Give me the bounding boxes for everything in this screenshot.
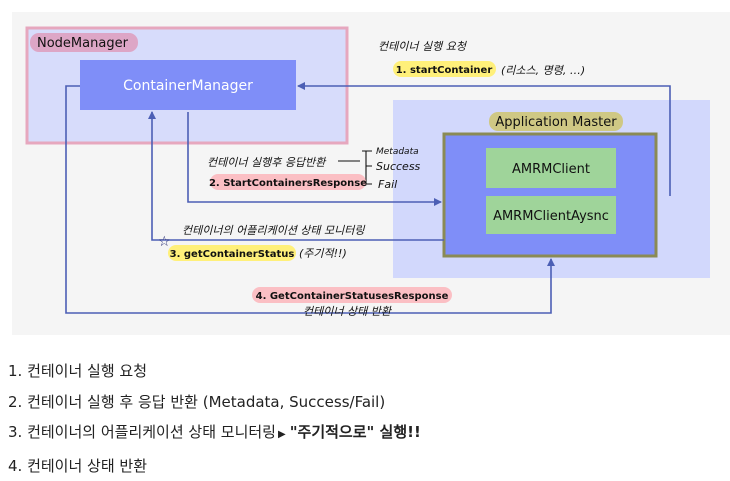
step2-pill: [210, 174, 366, 190]
step2-note: 컨테이너 실행후 응답반환: [207, 156, 327, 169]
arrow-get-container-status: [148, 111, 444, 241]
note-text: 4. 컨테이너 상태 반환: [8, 456, 148, 475]
response-type-metadata: Metadata: [376, 147, 419, 157]
yarn-container-diagram: NodeManager ContainerManager Application…: [25, 26, 710, 318]
step3-extra: (주기적!!): [299, 247, 347, 260]
application-master-label: Application Master: [495, 115, 617, 130]
container-manager-box: [80, 60, 296, 110]
response-type-success: Success: [376, 160, 421, 173]
step1-note: 컨테이너 실행 요청: [378, 40, 468, 53]
note-emphasis: "주기적으로" 실행!!: [289, 423, 421, 441]
amrm-client-async-label: AMRMClientAysnc: [493, 209, 609, 224]
node-manager-tag: [30, 33, 138, 52]
application-master-tag: [489, 112, 623, 131]
star-icon: ☆: [158, 234, 171, 250]
step2-pill-label: 2. StartContainersResponse: [209, 178, 367, 189]
step1-pill: [393, 61, 496, 77]
step4-note: 컨테이너 상태 반환: [303, 305, 393, 318]
note-text: 3. 컨테이너의 어플리케이션 상태 모니터링: [8, 423, 276, 441]
response-type-brace: [338, 150, 372, 185]
node-manager-label: NodeManager: [37, 36, 129, 51]
note-item: 2. 컨테이너 실행 후 응답 반환 (Metadata, Success/Fa…: [8, 387, 421, 418]
step3-pill-label: 3. getContainerStatus: [170, 249, 295, 260]
step1-pill-label: 1. startContainer: [396, 65, 493, 76]
note-text: 2. 컨테이너 실행 후 응답 반환 (Metadata, Success/Fa…: [8, 392, 386, 411]
notes-list: 1. 컨테이너 실행 요청 2. 컨테이너 실행 후 응답 반환 (Metada…: [8, 356, 421, 481]
note-item: 1. 컨테이너 실행 요청: [8, 356, 421, 387]
step4-pill-label: 4. GetContainerStatusesResponse: [256, 291, 449, 302]
step1-extra: (리소스, 명령, …): [501, 64, 585, 77]
step3-note: 컨테이너의 어플리케이션 상태 모니터링: [182, 224, 365, 237]
step3-pill: [168, 245, 296, 261]
response-type-fail: Fail: [378, 178, 397, 191]
note-item: 4. 컨테이너 상태 반환: [8, 451, 421, 481]
arrow-start-container: [297, 82, 671, 196]
note-item: 3. 컨테이너의 어플리케이션 상태 모니터링▶"주기적으로" 실행!!: [8, 417, 421, 451]
step4-pill: [252, 287, 452, 303]
note-text: 1. 컨테이너 실행 요청: [8, 362, 148, 380]
amrm-client-label: AMRMClient: [512, 162, 590, 177]
amrm-client-async-box: [486, 196, 616, 234]
arrow-get-container-statuses-response: [65, 85, 555, 314]
arrow-start-containers-response: [187, 112, 442, 206]
amrm-client-box: [486, 148, 616, 188]
triangle-right-icon: ▶: [278, 429, 286, 440]
container-manager-label: ContainerManager: [123, 78, 253, 94]
